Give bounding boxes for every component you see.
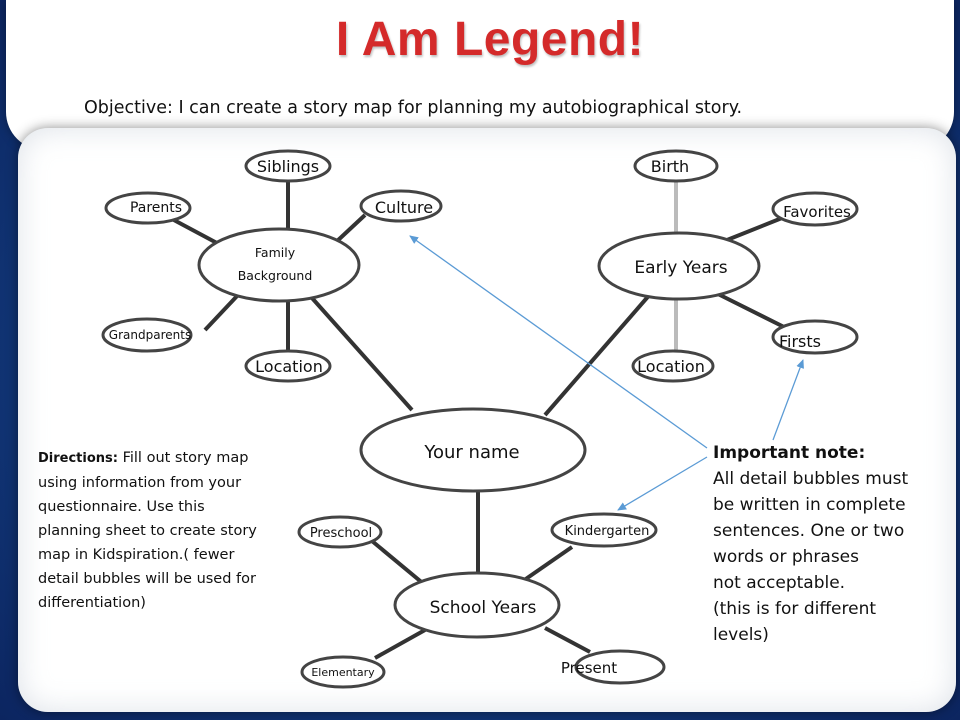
label-family-line1: Family	[255, 245, 296, 260]
bubble-family-background	[197, 227, 361, 303]
bubble-kindergarten	[550, 512, 658, 548]
label-school-years: School Years	[430, 598, 537, 618]
line-firsts	[717, 292, 791, 332]
label-location-right: Location	[637, 357, 705, 376]
bubble-your-name	[359, 407, 587, 493]
note-line: levels)	[713, 625, 769, 645]
label-siblings: Siblings	[257, 157, 319, 176]
bubble-culture	[359, 189, 443, 223]
label-favorites: Favorites	[783, 203, 851, 221]
note-line: words or phrases	[713, 547, 859, 567]
label-grandparents: Grandparents	[109, 328, 191, 342]
label-present: Present	[561, 659, 617, 677]
directions-body: Fill out story map using information fro…	[38, 450, 257, 611]
line-family-yourname	[310, 296, 414, 412]
note-heading: Important note:	[713, 443, 866, 463]
important-note: Important note: All detail bubbles must …	[713, 440, 945, 648]
label-elementary: Elementary	[311, 666, 375, 679]
bubble-present	[574, 649, 666, 685]
label-preschool: Preschool	[310, 526, 372, 541]
line-elementary	[374, 628, 426, 660]
bubble-school-years	[393, 571, 561, 639]
note-arrow-culture	[409, 235, 708, 449]
line-present	[544, 626, 591, 654]
directions-label: Directions:	[38, 451, 118, 466]
bubble-firsts	[771, 319, 859, 355]
line-grandparents	[203, 293, 240, 332]
line-early-yourname	[543, 290, 654, 417]
bubble-preschool	[297, 515, 383, 549]
label-kindergarten: Kindergarten	[565, 524, 650, 539]
line-culture	[333, 213, 367, 245]
note-line: be written in complete	[713, 495, 906, 515]
connector-lines	[171, 181, 791, 660]
bubble-parents	[104, 191, 192, 225]
label-parents: Parents	[130, 200, 182, 216]
note-line: (this is for different	[713, 599, 877, 619]
label-family-line2: Background	[238, 268, 313, 283]
bubble-early-years	[597, 231, 761, 301]
label-culture: Culture	[375, 198, 433, 217]
bubble-grandparents	[101, 317, 193, 353]
note-line: not acceptable.	[713, 573, 846, 593]
label-early-years: Early Years	[634, 258, 727, 278]
slide-title: I Am Legend!	[335, 13, 645, 66]
label-your-name: Your name	[423, 442, 519, 463]
note-arrow-firsts	[772, 359, 804, 441]
bubble-location-right	[631, 349, 715, 383]
objective-text: Objective: I can create a story map for …	[84, 98, 743, 118]
directions-text: Directions: Fill out story map using inf…	[38, 446, 270, 615]
line-kindergarten	[518, 545, 574, 585]
bubble-favorites	[771, 191, 859, 227]
note-line: sentences. One or two	[713, 521, 905, 541]
line-preschool	[370, 539, 427, 587]
note-arrow-kindergarten	[617, 456, 708, 511]
bubble-elementary	[300, 655, 386, 689]
label-firsts: Firsts	[779, 332, 821, 351]
note-line: All detail bubbles must	[713, 469, 909, 489]
title-panel	[6, 0, 954, 150]
line-favorites	[721, 216, 783, 244]
bubble-location-left	[244, 349, 332, 383]
label-location-left: Location	[255, 357, 323, 376]
bubble-birth	[633, 149, 719, 183]
bubble-siblings	[244, 149, 332, 183]
label-birth: Birth	[651, 157, 689, 176]
